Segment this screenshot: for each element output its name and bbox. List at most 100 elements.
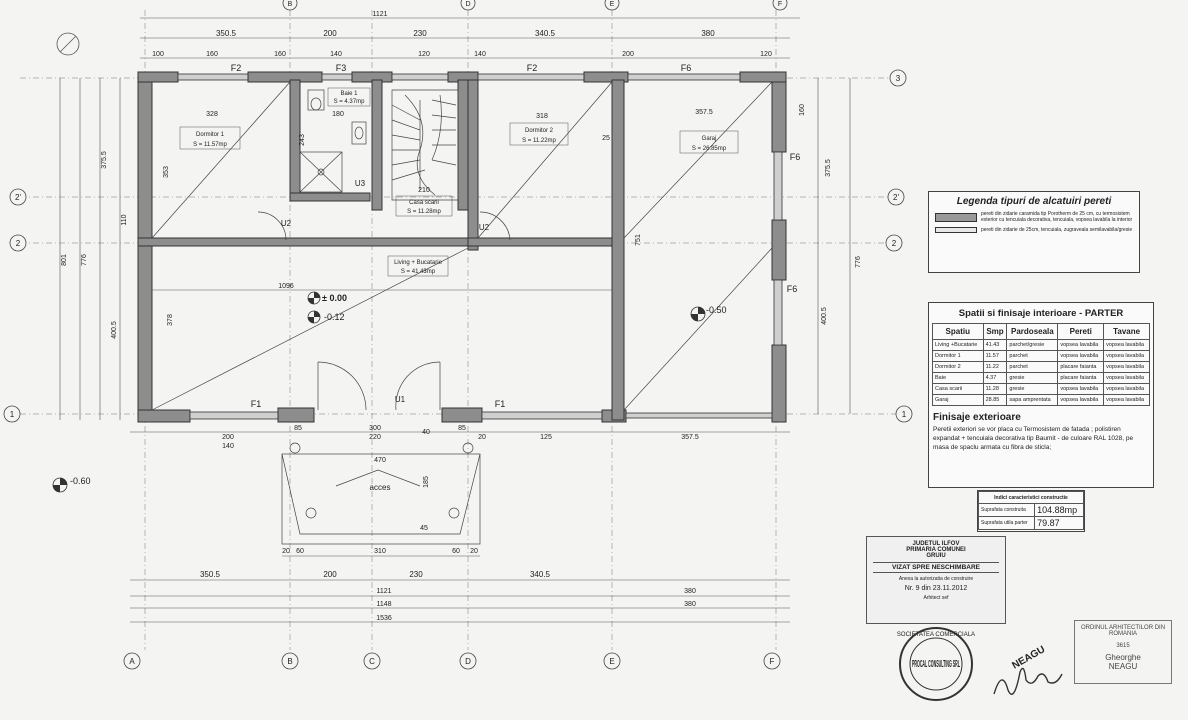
window-labels: F2 F3 F2 F6 F6 F6 F1 F1 [231, 63, 801, 409]
table-cell: Baie [932, 372, 984, 384]
inner-dimensions: 328 180 318 357.5 210 1096 243 25 751 [152, 109, 713, 291]
room-area: S = 11.22mp [522, 138, 556, 144]
door-u2-a: U2 [281, 219, 292, 228]
company-stamp-name: PROCAL CONSULTING SRL [912, 659, 960, 670]
dim-bottom-200: 200 [323, 570, 337, 579]
table-row: Suprafata construita 104.88mp [977, 503, 1084, 517]
axis-label-2-prime-right: 2' [893, 193, 899, 202]
axis-label-d-top: D [465, 1, 470, 8]
table-cell: 79.87 [1034, 516, 1084, 530]
table-cell: Dormitor 2 [932, 361, 984, 373]
table-cell: 11.28 [982, 383, 1008, 395]
wall-legend-row: pereti din zidarie de 25cm, tencuiala, z… [935, 227, 1133, 233]
table-cell: 11.22 [982, 361, 1008, 373]
door-labels: U2 U3 U2 U1 [281, 179, 490, 404]
column-header: Pereti [1057, 323, 1105, 340]
interior-walls [137, 79, 625, 421]
table-cell: 4.37 [982, 372, 1008, 384]
dim-top-b7: 200 [622, 51, 634, 58]
level-marker-icon [690, 306, 706, 322]
axis-label-1: 1 [10, 410, 15, 419]
table-cell: vopsea lavabila [1103, 372, 1150, 384]
table-row: Casa scarii 11.28 gresie vopsea lavabila… [932, 383, 1150, 395]
dim-access-60a: 60 [296, 548, 304, 555]
dim-top-b2: 160 [206, 51, 218, 58]
architect-number: 3615 [1116, 643, 1130, 649]
table-cell: Garaj [932, 394, 984, 406]
dim-top-b1: 100 [152, 51, 164, 58]
dim-inner-210: 210 [418, 187, 430, 194]
axis-label-b-top: B [288, 1, 293, 8]
wall-type-swatch [935, 212, 977, 222]
wall-legend-row: pereti din zidarie caramida tip Porother… [935, 211, 1133, 223]
dim-front-20: 20 [478, 434, 486, 441]
wall-legend-title: Legenda tipuri de alcatuiri pereti [956, 196, 1112, 207]
room-name: Living + Bucatarie [394, 260, 443, 266]
table-cell: vopsea lavabila [1057, 339, 1105, 351]
window-f6-b: F6 [790, 152, 801, 162]
dim-inner-357-5: 357.5 [695, 109, 713, 116]
dim-inner-180: 180 [332, 111, 344, 118]
axis-label-e: E [609, 657, 614, 666]
table-row: Living +Bucatarie 41.43 parchet/gresie v… [932, 339, 1150, 351]
room-area: S = 26.85mp [692, 146, 727, 152]
table-cell: vopsea lavabila [1103, 361, 1150, 373]
architect-first-name: Gheorghe [1105, 653, 1141, 662]
table-cell: vopsea lavabila [1103, 339, 1150, 351]
stamp-line: Arhitect sef [923, 595, 949, 601]
dim-bottom-1121: 1121 [376, 588, 391, 595]
dim-left-110: 110 [121, 214, 128, 225]
dim-left-353: 353 [163, 166, 170, 178]
dim-access-310: 310 [374, 548, 386, 555]
room-labels: Dormitor 1 S = 11.57mp Baie 1 S = 4.37mp… [179, 87, 739, 277]
level-minus-0-50: -0.50 [706, 305, 727, 315]
dim-left-801: 801 [61, 254, 68, 266]
company-stamp-ring-text: SOCIETATEA COMERCIALA [897, 632, 975, 638]
axis-label-d: D [465, 657, 471, 666]
room-name: Dormitor 1 [196, 132, 225, 138]
table-cell: vopsea lavabila [1103, 383, 1150, 395]
dim-inner-328: 328 [206, 111, 218, 118]
axis-label-e-top: E [610, 1, 615, 8]
stamp-vizat: VIZAT SPRE NESCHIMBARE [873, 562, 999, 573]
dim-front-40: 40 [422, 429, 430, 436]
table-row: Indici caracteristici constructie [978, 491, 1084, 504]
column-header: Tavane [1103, 323, 1150, 340]
indicators-table: Indici caracteristici constructie Supraf… [977, 491, 1084, 530]
table-cell: 104.88mp [1034, 503, 1084, 517]
dim-front-125: 125 [540, 434, 552, 441]
north-arrow-icon [56, 32, 80, 56]
door-u3: U3 [355, 179, 366, 188]
dim-front-85b: 85 [458, 425, 466, 432]
dim-bottom-340-5: 340.5 [530, 570, 551, 579]
architect-last-name: NEAGU [1108, 662, 1138, 671]
room-area: S = 11.57mp [193, 142, 227, 148]
room-name: Baie 1 [340, 91, 358, 97]
bottom-dimensions: 350.5 200 230 340.5 1121 380 1148 380 15… [130, 570, 790, 623]
dim-bottom-1536: 1536 [376, 615, 392, 622]
staircase-icon [391, 89, 459, 201]
table-row: Suprafata utila parter 79.87 [977, 516, 1084, 530]
dim-bottom-230: 230 [409, 570, 423, 579]
dim-top-b6: 140 [474, 51, 486, 58]
table-header-row: Spatiu Smp Pardoseala Pereti Tavane [932, 323, 1150, 340]
dim-access-20b: 20 [470, 548, 478, 555]
table-cell: 41.43 [982, 339, 1008, 351]
axis-label-3-right: 3 [896, 74, 901, 83]
stamp-line: JUDETUL ILFOV [912, 541, 960, 547]
dim-right-375-5: 375.5 [825, 159, 832, 177]
dim-top-b4: 140 [330, 51, 342, 58]
architect-stamp: ORDINUL ARHITECTILOR DIN ROMANIA 3615 Gh… [1074, 620, 1172, 684]
table-cell: parchet [1006, 361, 1059, 373]
level-marker-icon [52, 477, 68, 493]
table-cell: sapa amprentata [1006, 394, 1059, 406]
dim-right-400-5: 400.5 [821, 307, 828, 325]
table-cell: Living +Bucatarie [932, 339, 984, 351]
dim-inner-243: 243 [299, 134, 306, 146]
table-row: Baie 4.37 gresie placare faianta vopsea … [932, 372, 1150, 384]
level-minus-0-60: -0.60 [70, 476, 91, 486]
company-stamp: SOCIETATEA COMERCIALA PROCAL CONSULTING … [897, 627, 975, 701]
room-dormitor-2: Dormitor 2 S = 11.22mp [509, 122, 569, 146]
room-living-bucatarie: Living + Bucatarie S = 41.43mp [387, 255, 449, 277]
